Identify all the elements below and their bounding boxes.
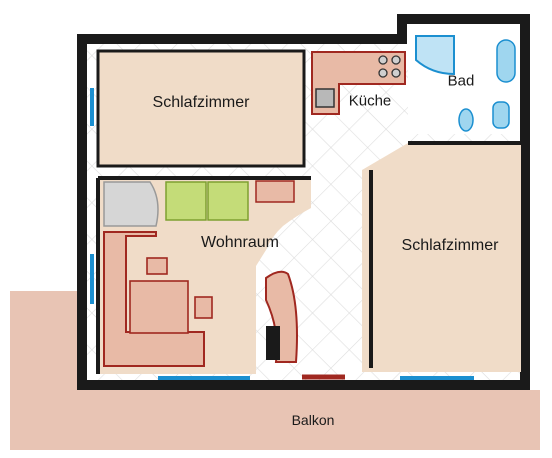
balcony-area [10, 291, 540, 450]
chair-right [194, 296, 213, 319]
bedroom-2 [362, 143, 521, 372]
room-label-bedroom-2: Schlafzimmer [401, 237, 499, 254]
living-room-wall [96, 176, 311, 374]
stove [378, 55, 401, 78]
kitchen-counter [311, 51, 406, 115]
shower-tray [415, 35, 455, 76]
room-label-balcony: Balkon [291, 412, 335, 428]
bathtub [496, 39, 516, 83]
room-label-living-room: Wohnraum [201, 234, 279, 251]
room-label-bathroom: Bad [447, 72, 475, 90]
sideboard [255, 180, 295, 203]
curved-couch [265, 270, 298, 363]
toilet [492, 101, 510, 129]
windows [90, 88, 474, 380]
bedroom-2-wall [369, 141, 521, 368]
sink [315, 88, 335, 108]
washbasin [458, 108, 474, 132]
bedroom-1 [96, 49, 306, 168]
green-sofa [165, 181, 249, 221]
room-label-kitchen: Küche [348, 92, 392, 110]
armchair-corner [103, 181, 159, 227]
dining-table [129, 280, 189, 334]
chair-top [146, 257, 168, 275]
tv-cabinet [266, 326, 280, 360]
room-label-bedroom-1: Schlafzimmer [152, 94, 250, 111]
